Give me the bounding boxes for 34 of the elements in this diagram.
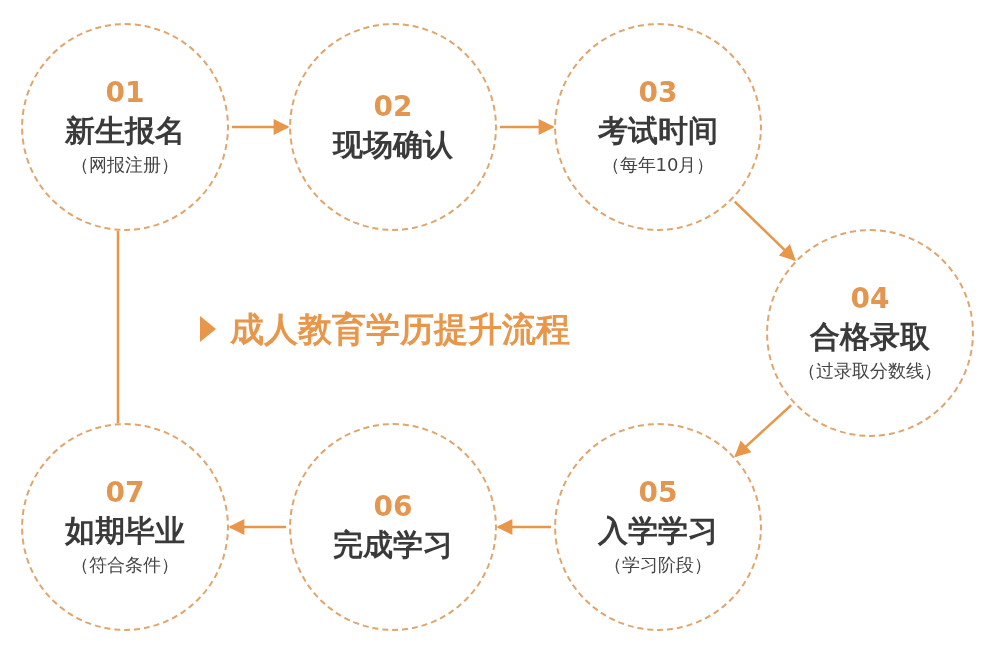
arrow (733, 200, 796, 261)
step-title: 合格录取 (810, 318, 930, 356)
step-number: 02 (373, 89, 413, 125)
step-note: （网报注册） (71, 153, 179, 177)
step-note: （每年10月） (601, 153, 715, 177)
arrow (228, 519, 286, 535)
connector-line (116, 230, 120, 424)
step-circle (554, 423, 762, 631)
step-note: （学习阶段） (604, 553, 712, 577)
title: 成人教育学历提升流程 (230, 308, 570, 351)
arrow (734, 404, 792, 458)
step-circle (289, 23, 497, 231)
step-title: 完成学习 (333, 526, 453, 564)
arrow (500, 119, 555, 135)
step-number: 03 (638, 75, 678, 111)
step-number: 07 (105, 475, 145, 511)
step-number: 01 (105, 75, 145, 111)
step-title: 如期毕业 (65, 512, 185, 550)
step-number: 06 (373, 489, 413, 525)
step-number: 05 (638, 475, 678, 511)
step-circle (21, 23, 229, 231)
step-title: 新生报名 (65, 112, 185, 150)
step-circle (766, 229, 974, 437)
step-number: 04 (850, 281, 890, 317)
arrow (496, 519, 551, 535)
step-circle (21, 423, 229, 631)
step-circle (554, 23, 762, 231)
step-note: （符合条件） (71, 553, 179, 577)
step-note: （过录取分数线） (798, 359, 942, 383)
step-circle (289, 423, 497, 631)
step-title: 现场确认 (333, 126, 453, 164)
step-title: 入学学习 (598, 512, 718, 550)
step-title: 考试时间 (598, 112, 718, 150)
arrow (232, 119, 290, 135)
